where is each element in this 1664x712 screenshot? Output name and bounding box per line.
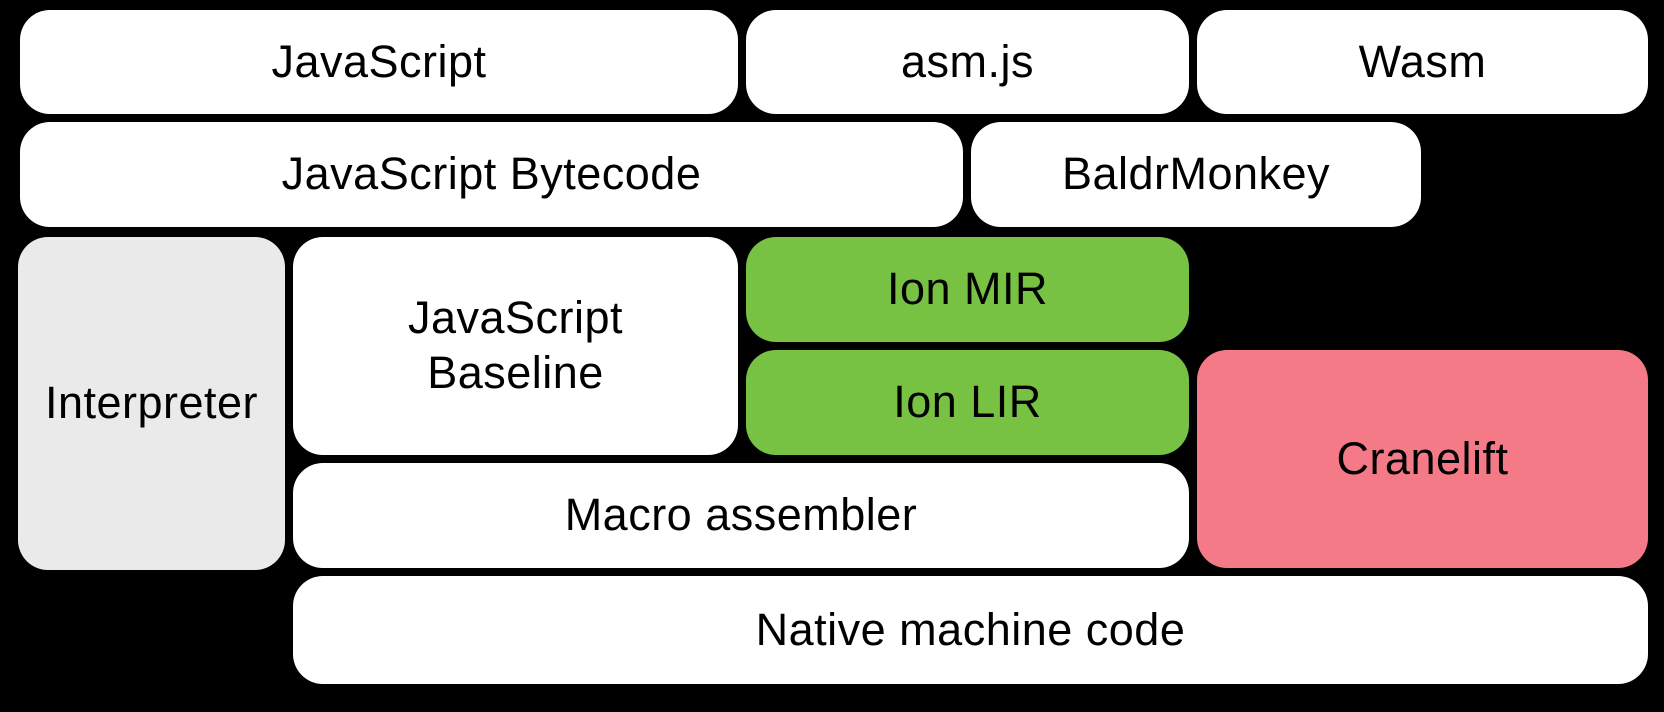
node-javascript-bytecode: JavaScript Bytecode (20, 122, 963, 227)
node-cranelift: Cranelift (1197, 350, 1648, 568)
node-macro-assembler-label: Macro assembler (564, 489, 918, 541)
node-ion-lir: Ion LIR (746, 350, 1189, 455)
node-javascript-label: JavaScript (271, 35, 487, 87)
node-ion-mir-label: Ion MIR (886, 263, 1049, 315)
node-interpreter: Interpreter (18, 237, 285, 570)
node-macro-assembler: Macro assembler (293, 463, 1189, 568)
node-javascript: JavaScript (20, 10, 738, 114)
node-asmjs: asm.js (746, 10, 1189, 114)
node-baldrmonkey: BaldrMonkey (971, 122, 1421, 227)
node-baldrmonkey-label: BaldrMonkey (1061, 148, 1331, 200)
node-javascript-baseline: JavaScript Baseline (293, 237, 738, 455)
node-wasm-label: Wasm (1358, 35, 1487, 87)
node-native-machine-code-label: Native machine code (755, 603, 1186, 655)
node-ion-lir-label: Ion LIR (893, 376, 1042, 428)
node-wasm: Wasm (1197, 10, 1648, 114)
node-javascript-baseline-line1: JavaScript (407, 292, 624, 344)
node-javascript-baseline-line2: Baseline (427, 347, 604, 398)
node-cranelift-label: Cranelift (1336, 432, 1509, 484)
node-interpreter-label: Interpreter (44, 377, 259, 429)
node-ion-mir: Ion MIR (746, 237, 1189, 342)
node-javascript-bytecode-label: JavaScript Bytecode (281, 148, 702, 200)
node-asmjs-label: asm.js (900, 35, 1034, 87)
node-native-machine-code: Native machine code (293, 576, 1648, 684)
